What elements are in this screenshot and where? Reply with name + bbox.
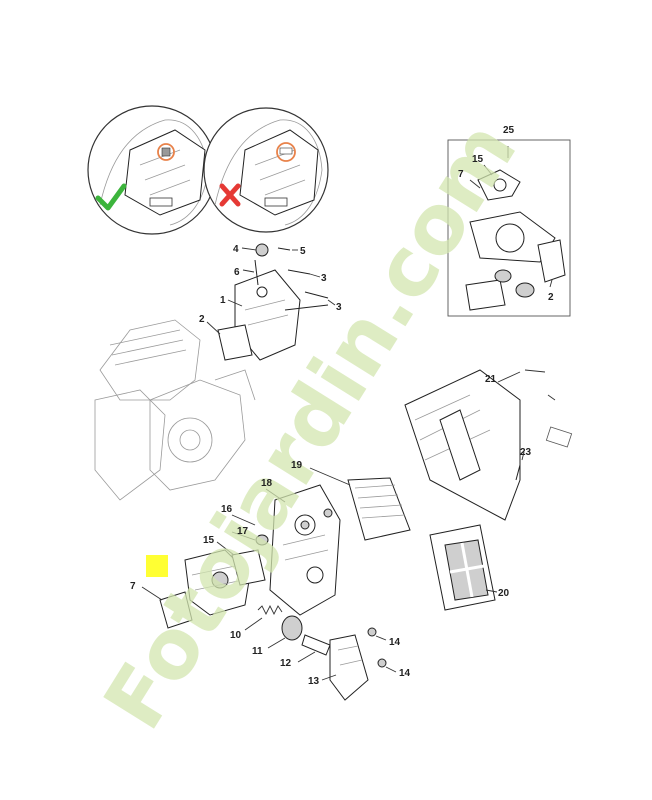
carburetor <box>146 549 251 616</box>
callout-3: 3 <box>336 302 342 313</box>
part-10-spring <box>244 604 283 631</box>
part-13-lever <box>321 634 369 701</box>
part-2-gasket <box>206 321 253 361</box>
callout-19: 19 <box>291 460 303 471</box>
part-18-housing <box>265 484 341 616</box>
callout-15: 15 <box>203 535 215 546</box>
inset-incorrect <box>203 107 329 233</box>
part-4-5-6 <box>241 243 298 286</box>
part-23-screw <box>515 451 525 481</box>
callout-15: 15 <box>472 154 484 165</box>
callout-5: 5 <box>300 246 306 257</box>
callout-14: 14 <box>389 637 401 648</box>
callout-12: 12 <box>280 658 292 669</box>
yellow-marker <box>146 555 168 577</box>
callout-16: 16 <box>221 504 233 515</box>
part-16-17 <box>231 514 269 546</box>
callout-7: 7 <box>458 169 464 180</box>
part-1-bracket <box>227 269 301 361</box>
callout-3: 3 <box>321 273 327 284</box>
callout-13: 13 <box>308 676 320 687</box>
part-19-filter <box>309 467 411 541</box>
cross-mark-icon <box>219 183 241 207</box>
callout-10: 10 <box>230 630 242 641</box>
part-15-gasket <box>216 541 266 586</box>
callout-17: 17 <box>237 526 249 537</box>
callout-11: 11 <box>252 646 263 657</box>
callout-1: 1 <box>220 295 226 306</box>
callout-14: 14 <box>399 668 411 679</box>
check-mark-icon <box>95 183 127 211</box>
inset-correct <box>87 105 217 235</box>
engine-block <box>94 319 256 501</box>
part-11-bushing <box>267 615 303 649</box>
part-21-filter-cover <box>404 369 573 521</box>
callout-4: 4 <box>233 244 239 255</box>
callout-6: 6 <box>234 267 240 278</box>
part-20-filter-frame <box>429 524 498 611</box>
callout-18: 18 <box>261 478 273 489</box>
part-3-bolts <box>284 269 336 311</box>
callout-21: 21 <box>485 374 497 385</box>
callout-23: 23 <box>520 447 532 458</box>
callout-7: 7 <box>130 581 136 592</box>
highlight-circle <box>157 143 175 161</box>
callout-20: 20 <box>498 588 510 599</box>
callout-2: 2 <box>548 292 554 303</box>
part-14-screws <box>367 627 397 673</box>
callout-25: 25 <box>503 125 515 136</box>
highlight-circle <box>276 142 296 162</box>
callout-2: 2 <box>199 314 205 325</box>
part-12-shaft <box>297 634 331 663</box>
gasket-set-box <box>447 139 571 317</box>
part-7-gasket <box>141 586 193 629</box>
